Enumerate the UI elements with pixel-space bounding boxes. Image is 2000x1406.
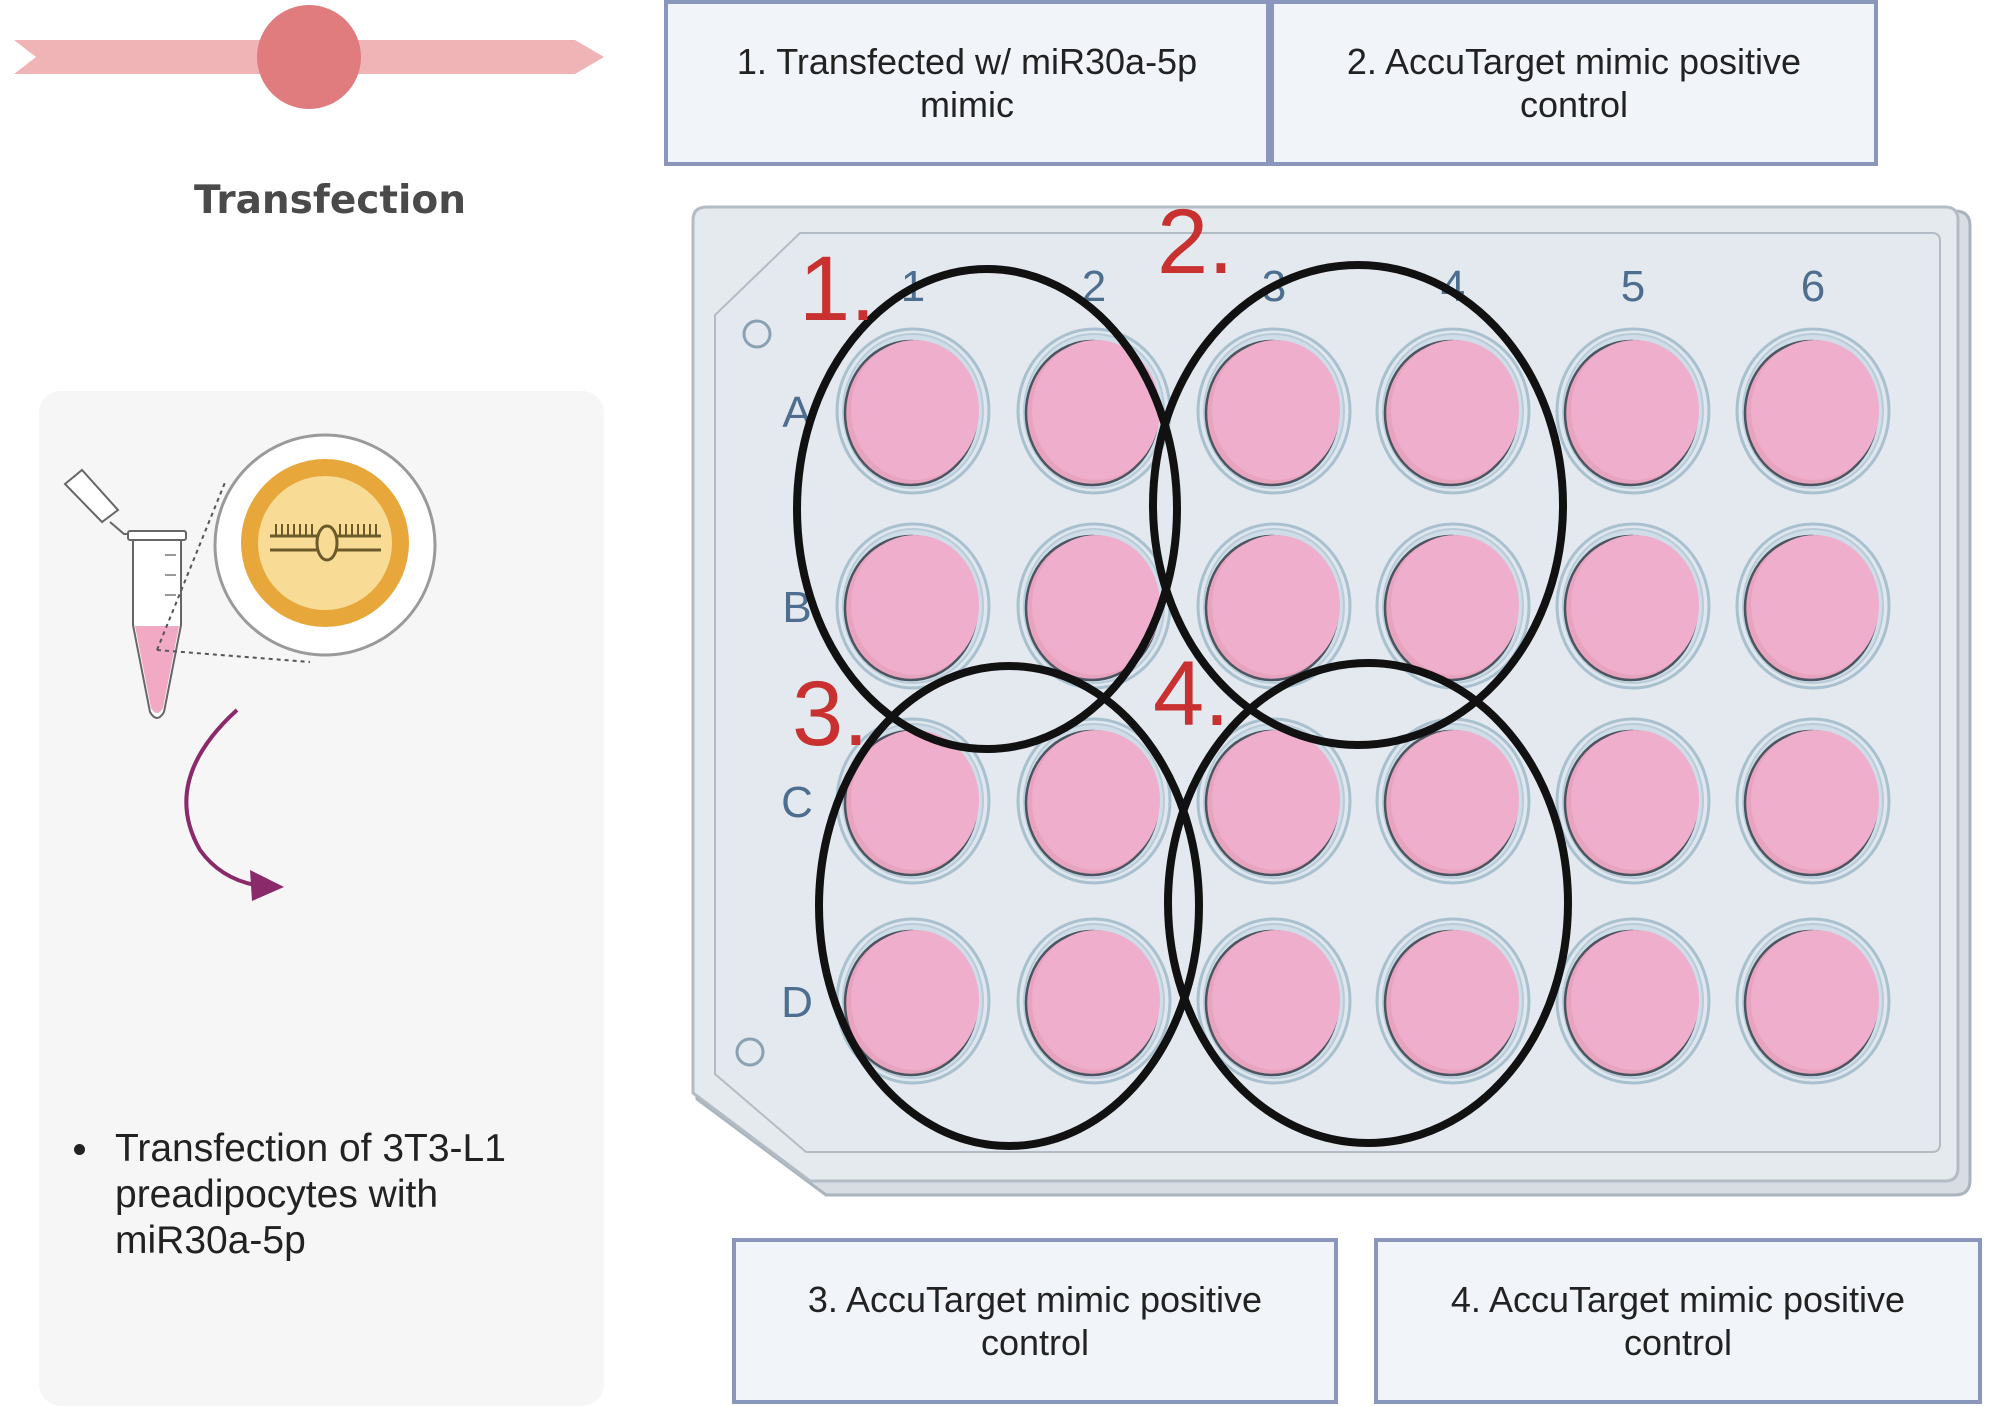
well-C2 bbox=[1016, 717, 1172, 885]
well-C3 bbox=[1196, 717, 1352, 885]
group-label-3: 3. bbox=[792, 663, 869, 765]
bullet-list: Transfection of 3T3-L1 preadipocytes wit… bbox=[68, 1126, 568, 1264]
group-circles bbox=[793, 261, 1572, 1150]
well-A1 bbox=[835, 327, 991, 495]
group-circle-2 bbox=[1149, 261, 1567, 749]
curved-arrow-icon bbox=[184, 708, 284, 901]
plate-notch-bottom bbox=[735, 1037, 765, 1067]
well-B5 bbox=[1555, 522, 1711, 690]
condition-box-4: 4. AccuTarget mimic positive control bbox=[1374, 1238, 1982, 1404]
bullet-item: Transfection of 3T3-L1 preadipocytes wit… bbox=[68, 1126, 568, 1264]
well-D5 bbox=[1555, 917, 1711, 1085]
well-A3 bbox=[1196, 327, 1352, 495]
well-C5 bbox=[1555, 717, 1711, 885]
well-B4 bbox=[1375, 522, 1531, 690]
well-B3 bbox=[1196, 522, 1352, 690]
row-label: D bbox=[781, 978, 813, 1027]
plate-notch-top bbox=[742, 319, 772, 349]
group-labels: 1. 2. 3. 4. bbox=[792, 191, 1234, 765]
well-B6 bbox=[1735, 522, 1891, 690]
group-circle-1 bbox=[793, 265, 1181, 753]
group-label-4: 4. bbox=[1153, 643, 1230, 745]
well-D2 bbox=[1016, 917, 1172, 1085]
condition-box-1: 1. Transfected w/ miR30a-5p mimic bbox=[664, 0, 1270, 166]
well-B1 bbox=[835, 522, 991, 690]
well-C1 bbox=[835, 717, 991, 885]
well-D4 bbox=[1375, 917, 1531, 1085]
rna-duplex-icon bbox=[241, 459, 409, 627]
stage-title: Transfection bbox=[194, 178, 466, 223]
well-A5 bbox=[1555, 327, 1711, 495]
row-label: C bbox=[781, 778, 813, 827]
well-B2 bbox=[1016, 522, 1172, 690]
well-C6 bbox=[1735, 717, 1891, 885]
condition-box-2: 2. AccuTarget mimic positive control bbox=[1270, 0, 1878, 166]
well-C4 bbox=[1375, 717, 1531, 885]
well-A2 bbox=[1016, 327, 1172, 495]
column-label: 6 bbox=[1801, 262, 1825, 311]
well-A6 bbox=[1735, 327, 1891, 495]
wells bbox=[835, 327, 1891, 1085]
group-circle-4 bbox=[1164, 659, 1572, 1147]
group-label-2: 2. bbox=[1157, 191, 1234, 293]
well-A4 bbox=[1375, 327, 1531, 495]
group-circle-3 bbox=[815, 662, 1203, 1150]
well-D3 bbox=[1196, 917, 1352, 1085]
well-D1 bbox=[835, 917, 991, 1085]
column-label: 5 bbox=[1621, 262, 1645, 311]
timeline-dot bbox=[257, 5, 361, 109]
well-D6 bbox=[1735, 917, 1891, 1085]
group-label-1: 1. bbox=[799, 238, 876, 340]
microtube-icon bbox=[63, 468, 187, 719]
